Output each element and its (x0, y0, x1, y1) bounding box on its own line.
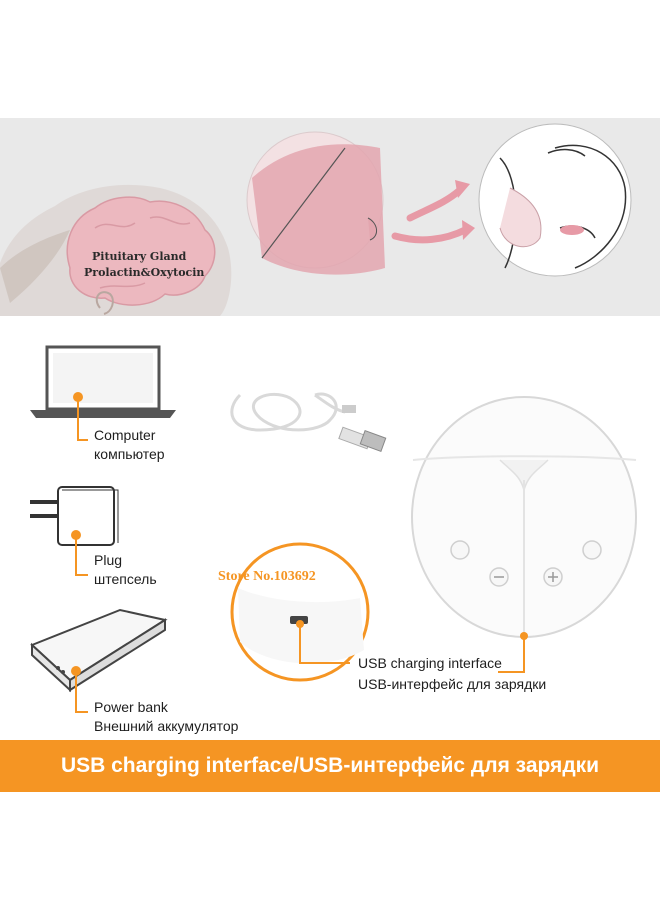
power-button-right (582, 540, 602, 560)
prolactin-oxytocin-label: Prolactin&Oxytocin (84, 266, 205, 279)
store-watermark: Store No.103692 (218, 569, 316, 584)
breast-pump-device-icon (411, 396, 637, 638)
computer-label-en: Computer (94, 427, 156, 443)
ear (95, 291, 114, 315)
lactation-diagram-band: Pituitary Gland Prolactin&Oxytocin (0, 118, 660, 316)
usb-interface-label-ru: USB-интерфейс для зарядки (358, 676, 547, 692)
flow-arrow-lower (391, 226, 469, 244)
usb-interface-label-en: USB charging interface (358, 655, 502, 671)
usb-port (290, 616, 308, 624)
pituitary-gland-label: Pituitary Gland (92, 250, 187, 263)
plug-label-en: Plug (94, 552, 123, 568)
power-bank-label-ru: Внешний аккумулятор (94, 718, 239, 734)
power-bank-icon (30, 608, 168, 693)
computer-label-ru: компьютер (94, 446, 165, 462)
flow-arrow-upper (406, 186, 464, 222)
usb-cable-icon (230, 392, 346, 432)
laptop-icon (30, 345, 176, 418)
hair (0, 230, 70, 303)
power-button-left (450, 540, 470, 560)
plug-adapter-icon (30, 486, 119, 546)
lactation-diagram (0, 123, 632, 316)
power-bank-label-en: Power bank (94, 699, 168, 715)
usb-plug-icon (338, 426, 387, 452)
usb-charging-banner: USB charging interface/USB-интерфейс для… (0, 740, 660, 792)
plug-label-ru: штепсель (94, 571, 157, 587)
